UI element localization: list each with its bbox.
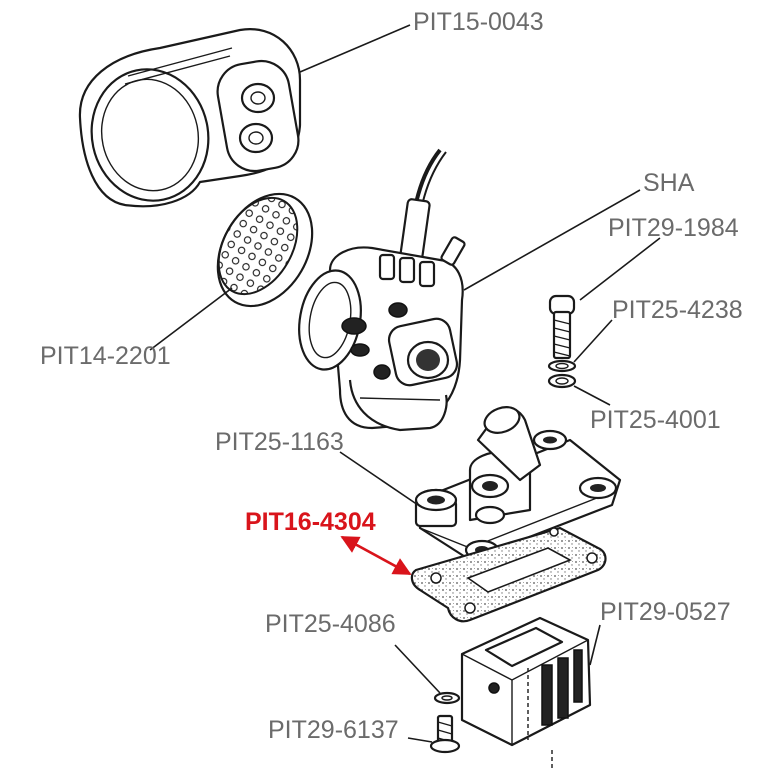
air-filter-element — [216, 192, 314, 308]
highlight-arrow — [340, 535, 412, 576]
carburettor — [298, 148, 466, 432]
leader-sha — [463, 189, 641, 291]
label-sha: SHA — [643, 169, 695, 197]
leader-pit29-6137 — [407, 737, 433, 743]
leader-pit25-4086 — [394, 644, 441, 694]
leader-pit14-2201 — [149, 287, 233, 351]
screw-pit29-6137 — [429, 714, 461, 754]
label-pit15-0043: PIT15-0043 — [413, 8, 544, 36]
leader-pit25-4238 — [573, 319, 613, 363]
air-filter-housing — [78, 28, 302, 208]
gasket — [410, 526, 607, 623]
label-pit16-4304: PIT16-4304 — [245, 508, 376, 536]
label-pit25-4086: PIT25-4086 — [265, 610, 396, 638]
screw-pit29-1984 — [548, 294, 576, 360]
label-pit25-4001: PIT25-4001 — [590, 406, 721, 434]
label-pit14-2201: PIT14-2201 — [40, 342, 171, 370]
leader-pit25-1163 — [339, 451, 419, 506]
label-pit29-1984: PIT29-1984 — [608, 214, 739, 242]
washer-pit25-4238 — [547, 359, 577, 373]
label-pit29-0527: PIT29-0527 — [600, 598, 731, 626]
reed-block — [460, 616, 592, 770]
label-pit29-6137: PIT29-6137 — [268, 716, 399, 744]
washer-pit25-4001 — [547, 373, 577, 389]
leader-pit29-0527 — [589, 624, 601, 666]
label-pit25-4238: PIT25-4238 — [612, 296, 743, 324]
leader-pit29-1984 — [579, 237, 661, 301]
leader-pit25-4001 — [573, 385, 611, 406]
label-pit25-1163: PIT25-1163 — [215, 428, 344, 456]
leader-pit15-0043 — [299, 24, 411, 73]
washer-pit25-4086 — [433, 691, 461, 705]
